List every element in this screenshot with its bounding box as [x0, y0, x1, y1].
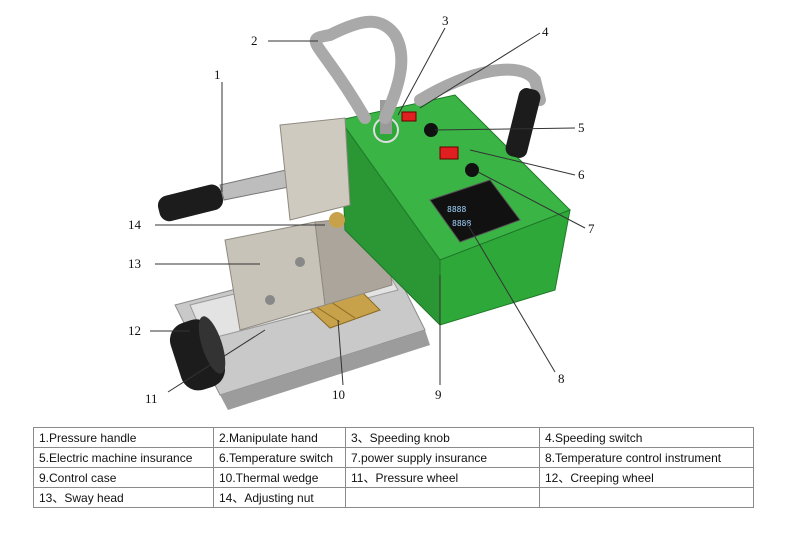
callout-7: 7 [588, 221, 595, 236]
callout-3: 3 [442, 13, 449, 28]
legend-row: 13、Sway head 14、Adjusting nut [33, 487, 754, 508]
temperature-control-instrument: 8888 8888 [429, 179, 521, 243]
legend-cell: 7.power supply insurance [345, 447, 540, 468]
legend-cell: 1.Pressure handle [33, 427, 214, 448]
manipulate-hand [310, 15, 546, 158]
legend-row: 1.Pressure handle 2.Manipulate hand 3、Sp… [33, 427, 754, 448]
legend-cell: 14、Adjusting nut [213, 487, 346, 508]
callout-9: 9 [435, 387, 442, 402]
legend-cell [539, 487, 754, 508]
electric-machine-insurance [424, 123, 438, 137]
leader-lines [150, 27, 586, 393]
display-readout-2: 8888 [452, 219, 471, 228]
callout-10: 10 [332, 387, 345, 402]
parts-legend-table: 1.Pressure handle 2.Manipulate hand 3、Sp… [33, 427, 754, 508]
legend-row: 5.Electric machine insurance 6.Temperatu… [33, 447, 754, 468]
callout-8: 8 [558, 371, 565, 386]
callout-11: 11 [145, 391, 158, 406]
legend-cell: 5.Electric machine insurance [33, 447, 214, 468]
legend-cell: 12、Creeping wheel [539, 467, 754, 488]
callout-5: 5 [578, 120, 585, 135]
machine-diagram: 8888 8888 [128, 13, 595, 410]
callout-labels: 1 2 3 4 5 6 7 8 9 10 11 12 13 14 [128, 13, 595, 406]
legend-cell: 2.Manipulate hand [213, 427, 346, 448]
legend-cell: 10.Thermal wedge [213, 467, 346, 488]
legend-cell: 6.Temperature switch [213, 447, 346, 468]
adjusting-nut [329, 212, 345, 228]
legend-cell: 13、Sway head [33, 487, 214, 508]
power-supply-insurance [465, 163, 479, 177]
callout-2: 2 [251, 33, 258, 48]
legend-row: 9.Control case 10.Thermal wedge 11、Press… [33, 467, 754, 488]
callout-13: 13 [128, 256, 141, 271]
pressure-handle [157, 117, 351, 228]
callout-6: 6 [578, 167, 585, 182]
callout-1: 1 [214, 67, 221, 82]
callout-4: 4 [542, 24, 549, 39]
temperature-switch [439, 146, 459, 160]
legend-cell: 3、Speeding knob [345, 427, 540, 448]
legend-cell: 11、Pressure wheel [345, 467, 540, 488]
callout-14: 14 [128, 217, 142, 232]
legend-cell: 9.Control case [33, 467, 214, 488]
legend-cell [345, 487, 540, 508]
legend-cell: 4.Speeding switch [539, 427, 754, 448]
speeding-switch [401, 111, 417, 122]
display-readout-1: 8888 [447, 205, 466, 214]
legend-cell: 8.Temperature control instrument [539, 447, 754, 468]
callout-12: 12 [128, 323, 141, 338]
